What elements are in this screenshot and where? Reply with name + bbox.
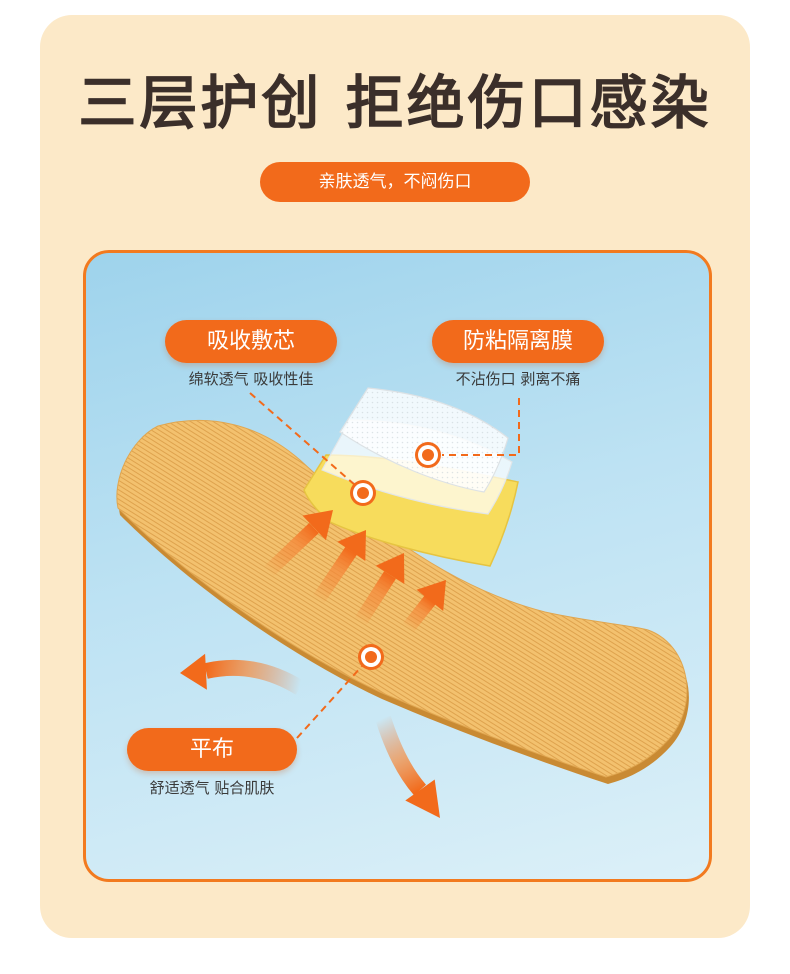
callout-desc-fabric: 舒适透气 贴合肌肤	[149, 779, 275, 797]
page-title: 三层护创 拒绝伤口感染	[78, 69, 712, 137]
callout-label-fabric: 平布	[127, 728, 297, 771]
callout-label-pad: 吸收敷芯	[165, 320, 337, 363]
callout-desc-film: 不沾伤口 剥离不痛	[455, 370, 581, 388]
callout-label-film: 防粘隔离膜	[432, 320, 604, 363]
callout-desc-pad: 绵软透气 吸收性佳	[188, 370, 314, 388]
subtitle-badge: 亲肤透气，不闷伤口	[260, 162, 530, 202]
